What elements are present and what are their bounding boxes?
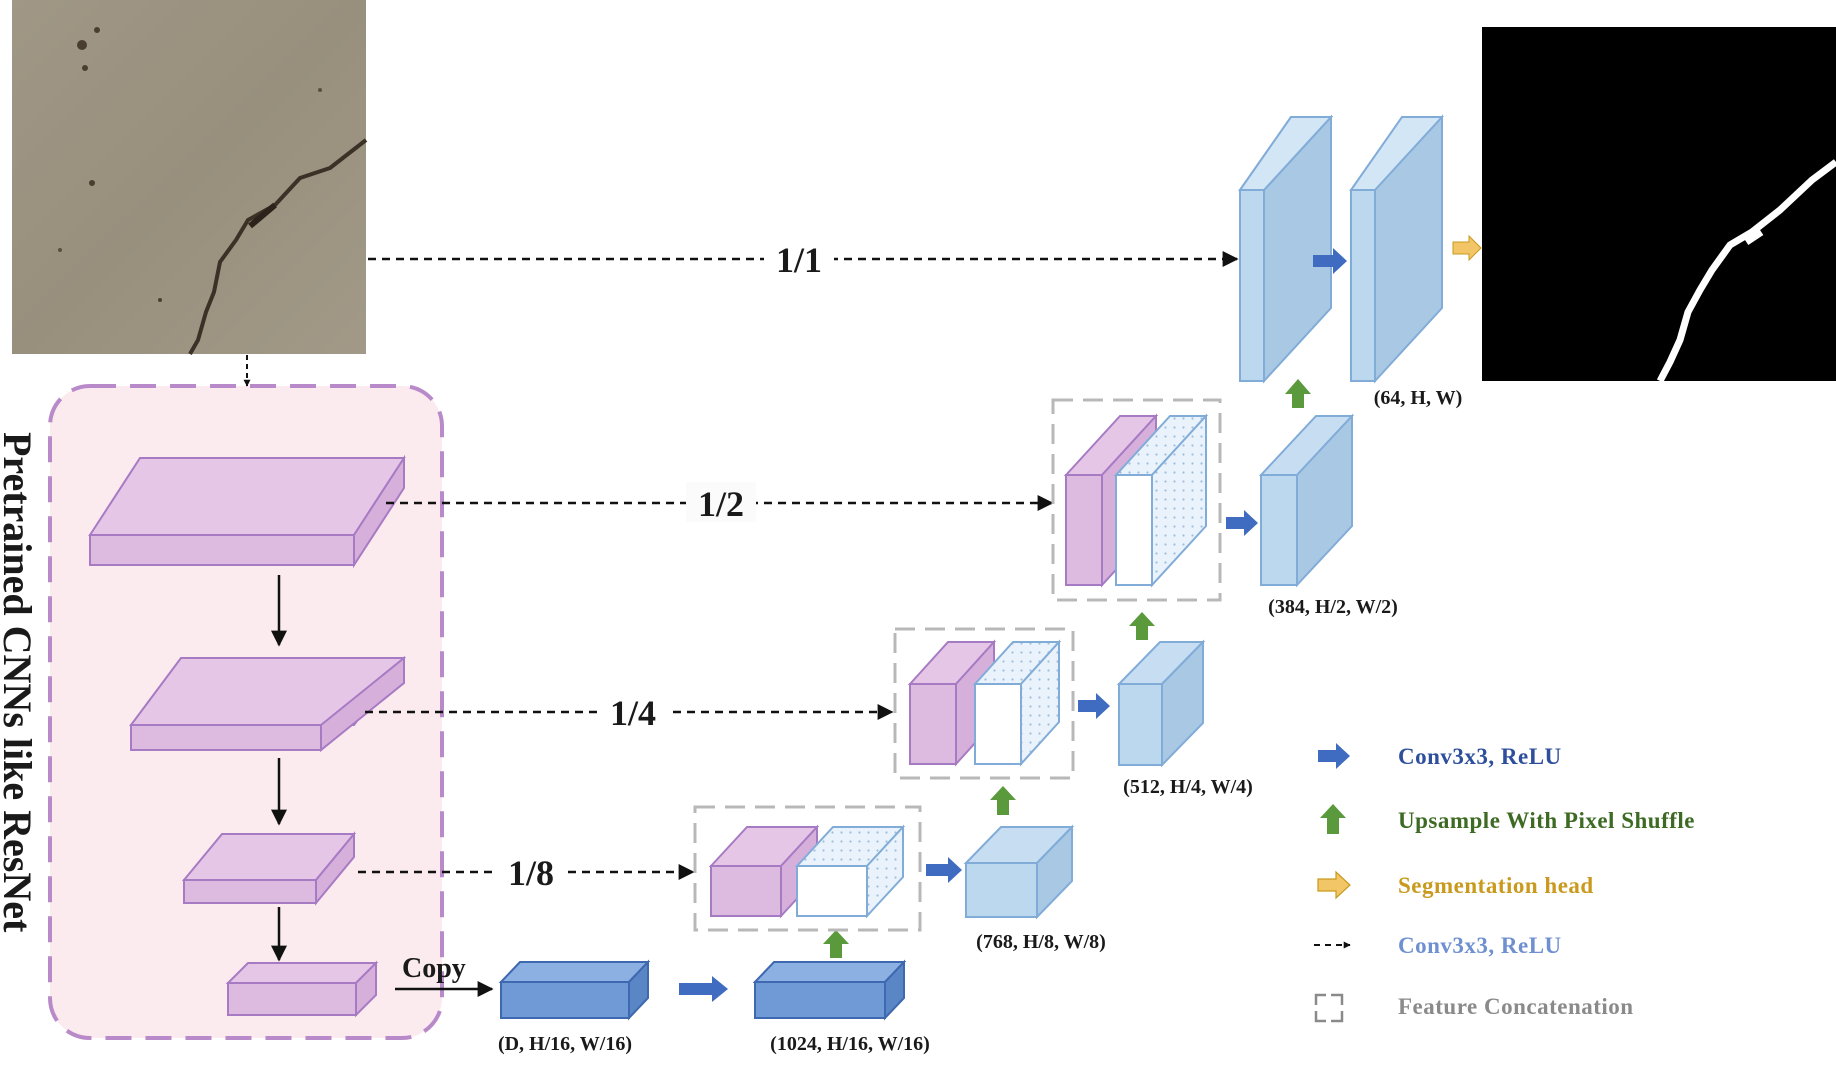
legend-yellow-arrow-icon [1317,870,1351,900]
conv-arrow-1-8 [926,857,962,883]
concat-decoder-feature-1-4 [972,639,1062,767]
skip-1-1-label: 1/1 [776,240,822,280]
concat-decoder-feature-1-8 [794,824,906,919]
skip-1-4-label: 1/4 [610,693,656,733]
conv-arrow-1-4 [1078,693,1110,719]
legend-item-5: Feature Concatenation [1398,994,1634,1019]
input-image [12,0,368,355]
bottleneck-block-1024 [752,959,907,1021]
decoder-block-1-1-a [1238,114,1334,384]
encoder-slab-4 [225,960,379,1018]
upsample-arrow-16-8 [823,930,849,958]
decoder-block-1-8 [963,824,1075,920]
conv-arrow-1-1 [1313,248,1347,274]
bottleneck-conv-arrow [679,976,728,1002]
encoder-side-label: Pretrained CNNs like ResNet [0,432,40,933]
legend-item-2: Upsample With Pixel Shuffle [1398,808,1695,833]
concat-box-1-2 [1051,398,1222,602]
legend-green-up-arrow-icon [1320,804,1346,834]
encoder-slab-2 [129,655,406,753]
shape-label-c16: (1024, H/16, W/16) [770,1033,930,1055]
skip-1-2-label: 1/2 [698,484,744,524]
shape-label-d1: (64, H, W) [1374,387,1463,409]
upsample-arrow-8-4 [990,786,1016,815]
skip-1-8-label: 1/8 [508,853,554,893]
decoder-block-1-1-b [1349,114,1444,384]
shape-label-d8: (768, H/8, W/8) [976,931,1106,953]
shape-label-d16: (D, H/16, W/16) [498,1033,632,1055]
decoder-block-1-4 [1116,639,1206,768]
bottleneck-block-d [498,959,651,1021]
upsample-arrow-4-2 [1129,612,1155,640]
legend-item-1: Conv3x3, ReLU [1398,744,1562,769]
encoder-slab-1 [88,454,406,569]
shape-label-d2: (384, H/2, W/2) [1268,596,1398,618]
concat-box-1-8 [693,805,922,932]
concat-box-1-4 [893,627,1075,780]
legend-item-3: Segmentation head [1398,873,1594,898]
legend-item-4: Conv3x3, ReLU [1398,933,1562,958]
legend-blue-arrow-icon [1318,743,1350,769]
legend: Conv3x3, ReLU Upsample With Pixel Shuffl… [1314,743,1695,1023]
concat-encoder-feature-1-8 [708,824,820,919]
upsample-arrow-2-1 [1285,379,1311,408]
output-mask [1482,27,1836,383]
copy-label: Copy [402,953,466,984]
shape-label-d4: (512, H/4, W/4) [1123,776,1253,798]
decoder-block-1-2 [1258,413,1355,588]
conv-arrow-1-2 [1226,510,1258,536]
legend-dashed-bracket-icon [1314,993,1344,1023]
encoder-slab-3 [181,831,357,906]
concat-decoder-feature-1-2 [1113,413,1209,588]
segmentation-head-arrow [1452,234,1482,262]
